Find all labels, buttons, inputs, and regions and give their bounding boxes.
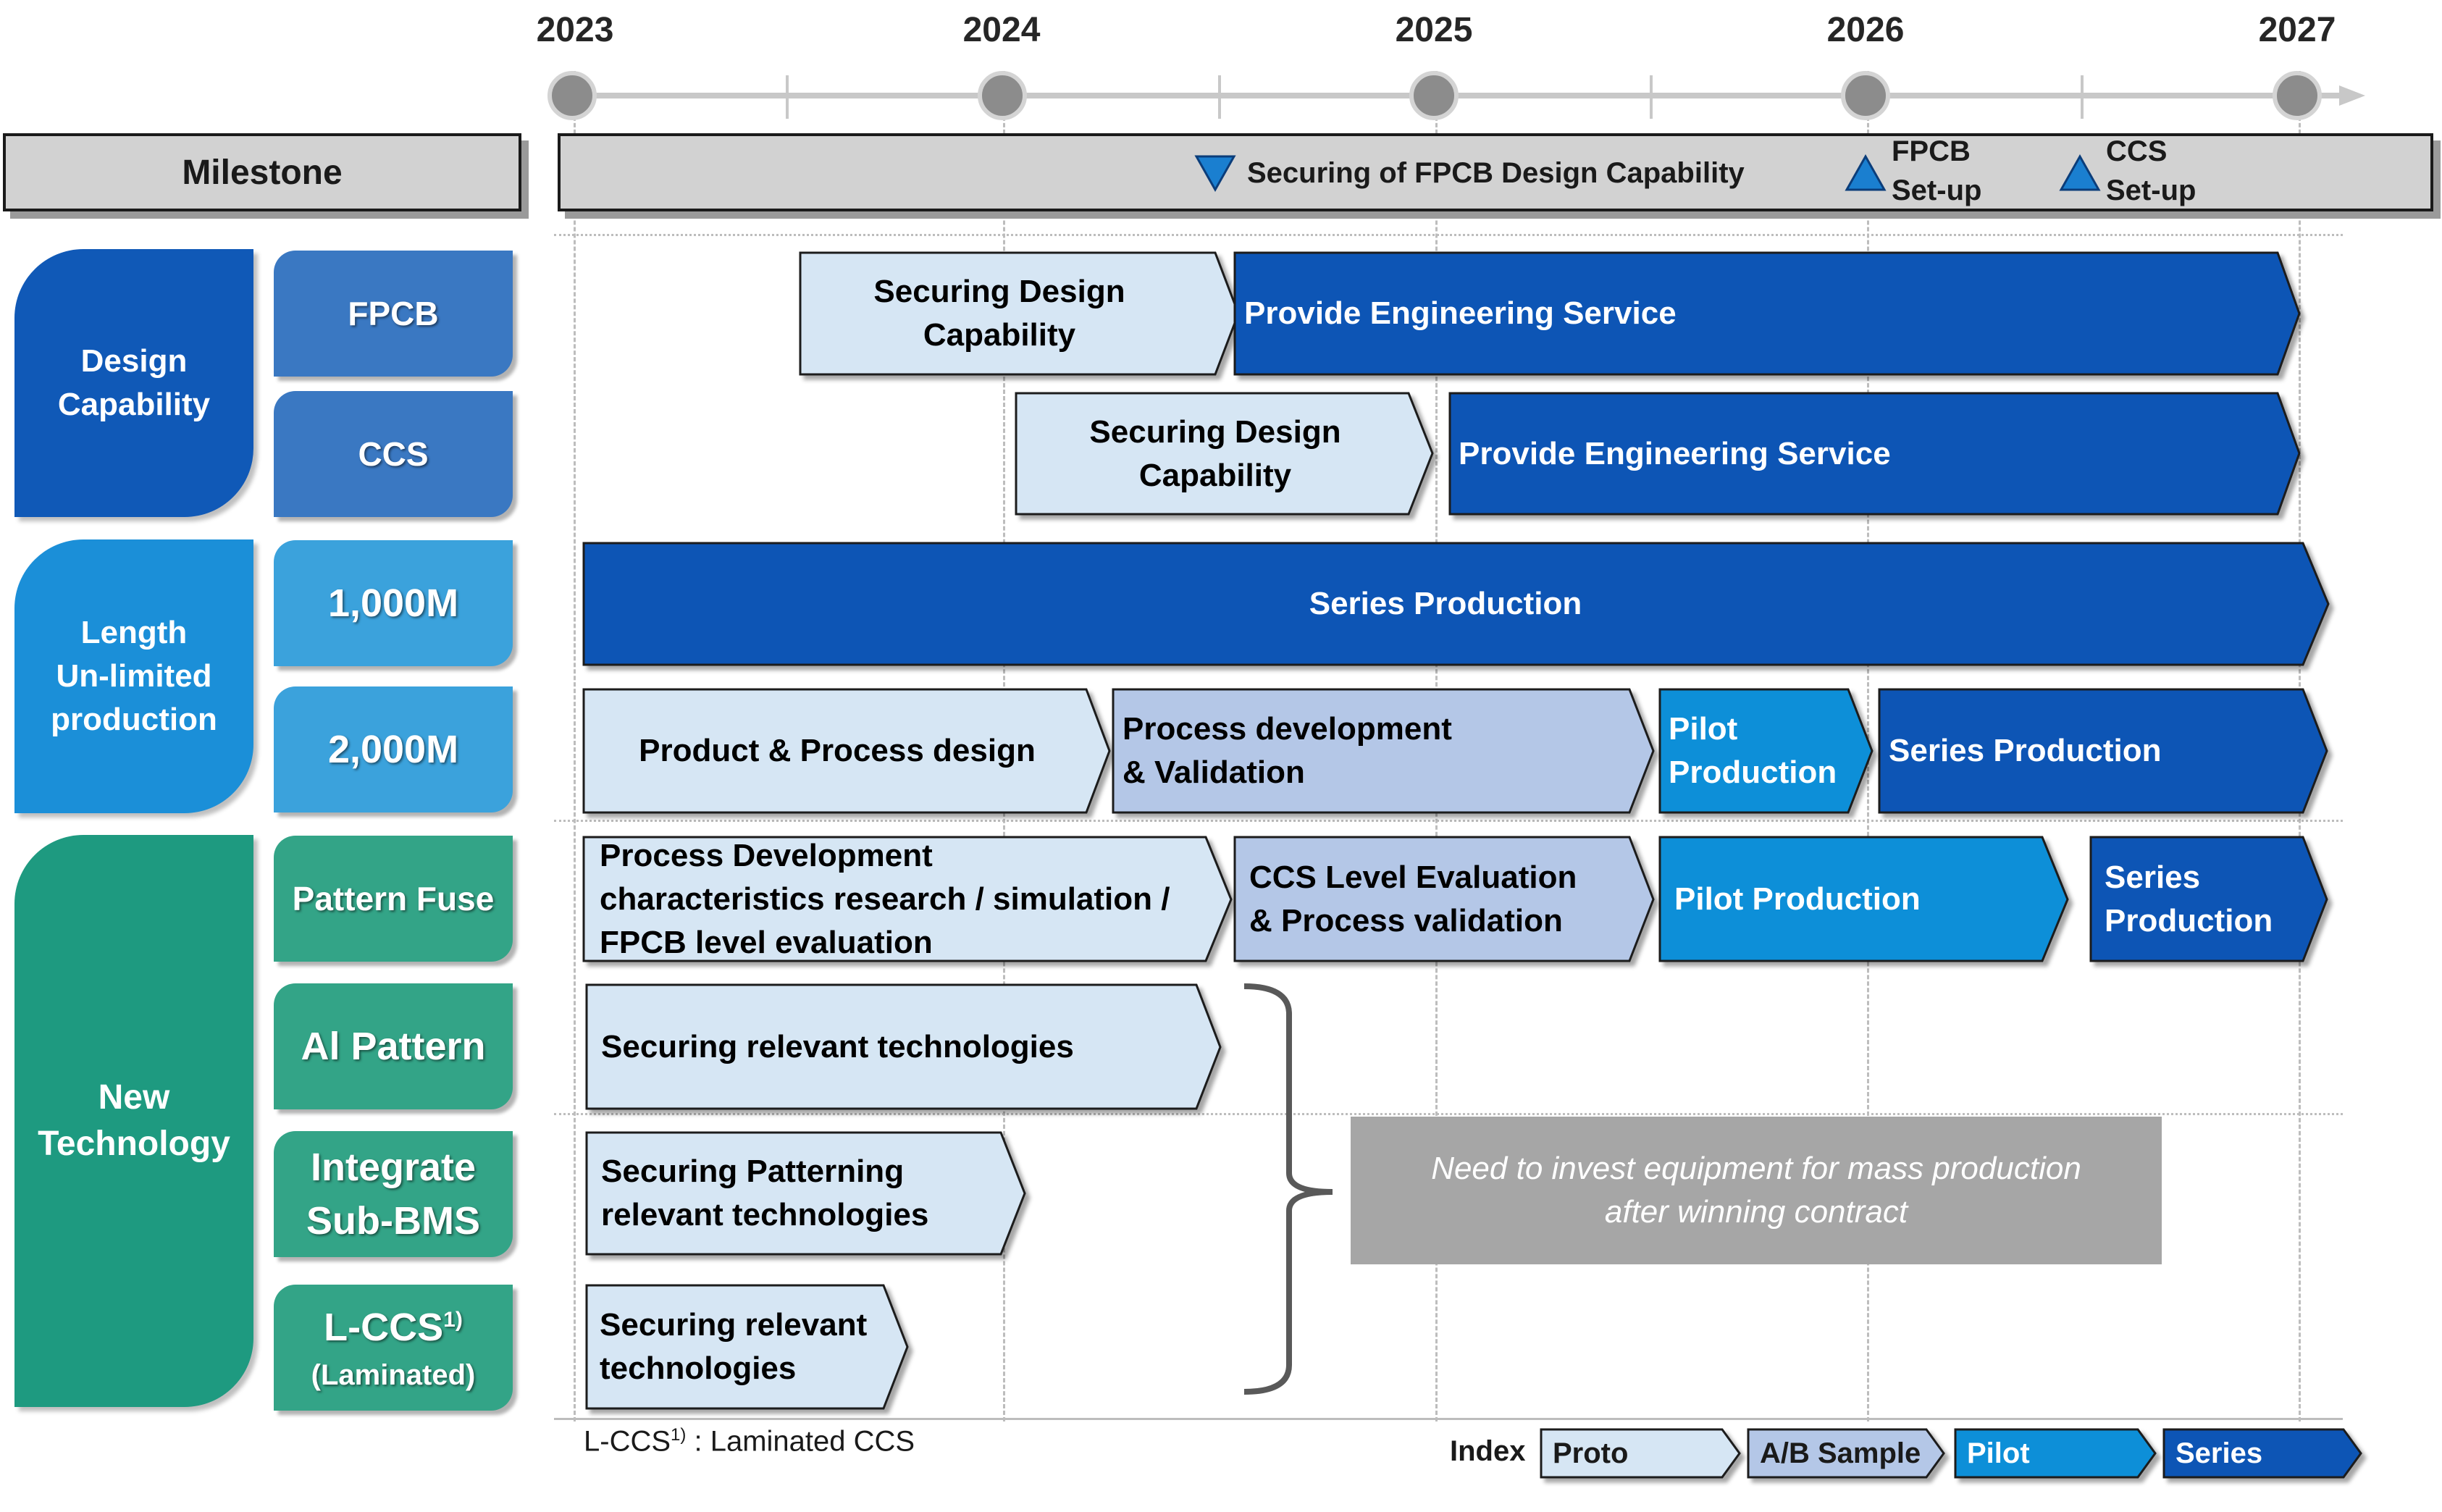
up-triangle-icon (1845, 154, 1887, 191)
subcategory-ccs: CCS (274, 391, 513, 517)
stage-label: Provide Engineering Service (1244, 295, 1677, 331)
stage-arrow-series (2089, 836, 2328, 962)
stage-label: Process development & Validation (1123, 711, 1452, 790)
stage-arrow-proto (1015, 392, 1434, 516)
year-label-2024: 2024 (962, 11, 1041, 49)
stage-arrow-proto (582, 688, 1111, 814)
stage-label: Securing relevant technologies (600, 1307, 868, 1386)
index-item-proto: Proto (1553, 1437, 1629, 1469)
year-label-2027: 2027 (2258, 11, 2336, 49)
year-label-2026: 2026 (1826, 11, 1905, 49)
year-marker-dot (547, 71, 597, 120)
stage-label: Product & Process design (639, 733, 1036, 768)
year-marker-dot (978, 71, 1027, 120)
year-marker-dot (1409, 71, 1459, 120)
timeline-tick (1650, 75, 1653, 119)
stage-label: Series Production (1889, 733, 2162, 768)
milestone-label: Milestone (182, 153, 343, 192)
stage-label: Series Production (2105, 859, 2273, 938)
category-length-unlimited: Length Un-limited production (14, 539, 253, 813)
subcategory-l-ccs: L-CCS1) (Laminated) (274, 1285, 513, 1411)
bottom-rule (554, 1418, 2343, 1420)
year-label-2023: 2023 (536, 11, 614, 49)
timeline-tick (2081, 75, 2084, 119)
down-triangle-icon (1194, 155, 1236, 193)
milestone-event: Securing of FPCB Design Capability (1247, 157, 1745, 189)
stage-label: Provide Engineering Service (1459, 435, 1891, 471)
stage-arrow-proto (585, 983, 1222, 1110)
stage-arrow-series (1448, 392, 2301, 516)
index-item-ab-sample: A/B Sample (1760, 1437, 1921, 1469)
category-design-capability: Design Capability (14, 249, 253, 517)
stage-label: Securing relevant technologies (601, 1028, 1074, 1064)
l-ccs-sublabel: (Laminated) (311, 1359, 476, 1391)
stage-label: Pilot Production (1669, 711, 1837, 790)
year-marker-dot (2273, 71, 2322, 120)
index-arrow-ab-sample (1747, 1428, 1945, 1479)
up-triangle-icon (2059, 154, 2101, 191)
index-item-pilot: Pilot (1967, 1437, 2030, 1469)
milestone-label-box (3, 133, 521, 211)
stage-label: CCS Level Evaluation & Process validatio… (1249, 859, 1577, 938)
stage-arrow-series (1878, 688, 2328, 814)
stage-label: Securing Design Capability (1089, 413, 1341, 493)
stage-label: Process Development characteristics rese… (600, 837, 1170, 960)
milestone-event: FPCB Set-up (1892, 135, 1982, 206)
timeline-tick (786, 75, 789, 119)
row-separator (554, 820, 2343, 822)
stage-arrow-proto (582, 836, 1233, 962)
index-item-series: Series (2175, 1437, 2263, 1469)
stage-arrow-pilot (1658, 688, 1874, 814)
year-marker-dot (1841, 71, 1890, 120)
year-label-2025: 2025 (1395, 11, 1473, 49)
footnote-superscript: 1) (671, 1425, 687, 1445)
investment-note: Need to invest equipment for mass produc… (1351, 1117, 2162, 1264)
stage-label: Series Production (1309, 586, 1582, 621)
footnote-text: : Laminated CCS (686, 1425, 915, 1458)
index-arrow-series (2162, 1428, 2362, 1479)
stage-arrow-proto (585, 1131, 1026, 1256)
subcategory-fpcb: FPCB (274, 251, 513, 377)
row-separator (554, 1113, 2343, 1115)
footnote: L-CCS1) : Laminated CCS (584, 1425, 915, 1458)
year-gridline (574, 71, 576, 1421)
index-arrow-proto (1540, 1428, 1741, 1479)
index-arrow-pilot (1954, 1428, 2157, 1479)
subcategory-pattern-fuse: Pattern Fuse (274, 836, 513, 962)
footnote-prefix: L-CCS (584, 1425, 671, 1458)
stage-arrow-series (582, 542, 2330, 666)
stage-label: Securing Patterning relevant technologie… (601, 1154, 929, 1232)
milestone-event: CCS Set-up (2106, 135, 2196, 206)
stage-arrow-pilot (1658, 836, 2069, 962)
subcategory-integrate-sub-bms: Integrate Sub-BMS (274, 1131, 513, 1257)
index-label: Index (1450, 1435, 1526, 1467)
category-new-technology: New Technology (14, 835, 253, 1407)
row-separator (554, 234, 2343, 236)
subcategory-1000m: 1,000M (274, 540, 513, 666)
timeline-arrowhead (2339, 85, 2365, 106)
l-ccs-superscript: 1) (443, 1308, 463, 1332)
subcategory-2000m: 2,000M (274, 686, 513, 812)
stage-arrow-series (1233, 251, 2301, 376)
stage-arrow-proto (585, 1284, 909, 1410)
curly-bracket (1243, 983, 1333, 1395)
stage-label: Pilot Production (1674, 881, 1921, 917)
subcategory-al-pattern: Al Pattern (274, 983, 513, 1109)
stage-arrow-ab-sample (1112, 688, 1655, 814)
milestone-bar (558, 133, 2433, 211)
stage-arrow-ab-sample (1233, 836, 1655, 962)
stage-label: Securing Design Capability (873, 274, 1125, 353)
timeline-tick (1218, 75, 1221, 119)
